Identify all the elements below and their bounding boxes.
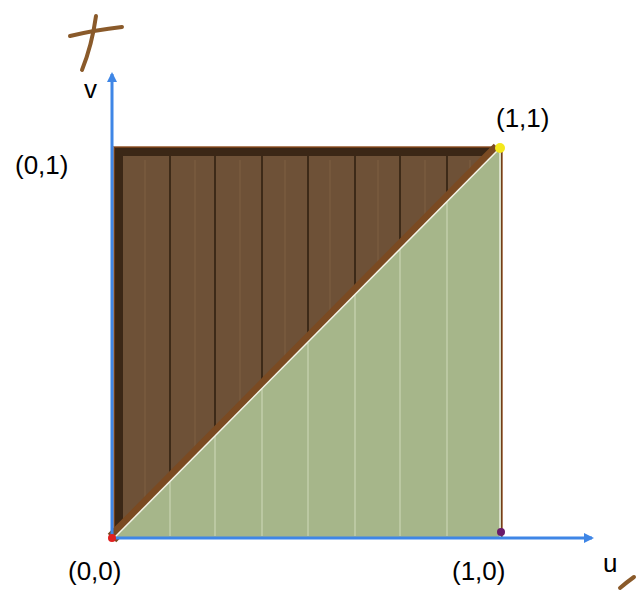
crate-border [114,147,502,538]
u-axis [110,537,592,540]
axis-label: (1,1) [496,103,549,133]
axis-label: (0,0) [68,556,121,586]
hand-mark [70,16,634,588]
green-triangle [114,148,500,538]
corner-dot [108,534,116,542]
corner-dot [497,528,505,536]
corner-dot [495,143,505,153]
v-axis [111,74,114,540]
axis-label: u [603,548,617,578]
axis-label: (0,1) [15,150,68,180]
axis-label: (1,0) [452,556,505,586]
axis-label: v [84,74,97,104]
